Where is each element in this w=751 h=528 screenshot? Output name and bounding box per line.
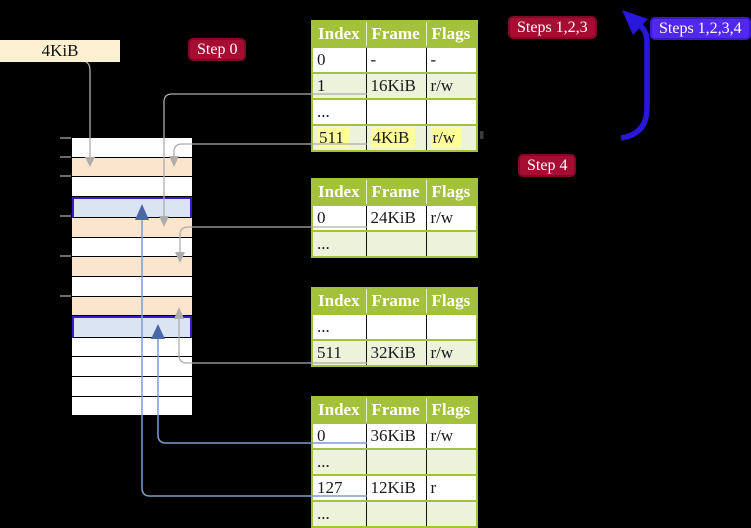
memory-frame-row [72, 357, 192, 377]
table-cell: - [365, 46, 426, 73]
step4-label: Step 4 [518, 154, 577, 177]
recursive-loop-arrowhead [622, 10, 648, 35]
memory-frame-row [72, 218, 192, 238]
table-cell: r/w [425, 204, 477, 231]
table-cell: r/w [425, 339, 477, 366]
table-cell [425, 230, 477, 257]
table-cell: 511 [312, 339, 366, 366]
table-cell: 1 [312, 72, 366, 99]
column-header: Index [312, 179, 366, 205]
memory-frame-row [72, 138, 192, 158]
recursive-loop-arrow [620, 21, 650, 141]
column-header: Index [312, 288, 366, 314]
column-header: Index [312, 21, 366, 47]
memory-frame-row [72, 277, 192, 297]
table-cell: ... [312, 98, 366, 125]
table-row: ... [312, 448, 477, 475]
column-header: Frame [365, 397, 426, 423]
row511-edge-mark [480, 131, 484, 139]
memory-frame-row [72, 316, 192, 338]
steps123-label: Steps 1,2,3 [508, 16, 597, 39]
table-row: 0-- [312, 46, 477, 73]
table-cell [365, 313, 426, 340]
table-cell: r/w [425, 422, 477, 449]
table-cell: 12KiB [365, 474, 426, 501]
memory-frame-row [72, 237, 192, 258]
table-cell: 4KiB [365, 124, 426, 151]
table-cell: ... [312, 500, 366, 527]
table-cell: 16KiB [365, 72, 426, 99]
highlighted-value: 511 [317, 127, 350, 148]
table-cell [425, 500, 477, 527]
highlighted-value: r/w [430, 127, 462, 148]
table-cell: 0 [312, 422, 366, 449]
column-header: Flags [425, 21, 477, 47]
table-cell: 0 [312, 204, 366, 231]
table-cell: ... [312, 448, 366, 475]
memory-frame-row [72, 376, 192, 397]
memory-frame-row [72, 296, 192, 317]
table-cell: 0 [312, 46, 366, 73]
column-header: Index [312, 397, 366, 423]
table-cell: ... [312, 230, 366, 257]
memory-frame-row [72, 257, 192, 278]
memory-frame-row [72, 396, 192, 416]
table-cell [365, 230, 426, 257]
table-cell: 511 [312, 124, 366, 151]
memory-frame-row [72, 337, 192, 358]
table-row: ... [312, 500, 477, 527]
table-row: ... [312, 98, 477, 125]
table-cell [365, 98, 426, 125]
table-cell: 36KiB [365, 422, 426, 449]
column-header: Flags [425, 397, 477, 423]
table-cell: - [425, 46, 477, 73]
table-cell: r/w [425, 72, 477, 99]
table-cell: 32KiB [365, 339, 426, 366]
table-cell: 127 [312, 474, 366, 501]
memory-tick-marks [60, 137, 71, 297]
memory-address-box: 4KiB [0, 40, 120, 62]
column-header: Flags [425, 288, 477, 314]
table-row: 511 4KiB r/w [312, 124, 477, 151]
memory-frame-row [72, 177, 192, 197]
table-cell: 24KiB [365, 204, 426, 231]
highlighted-value: 4KiB [370, 127, 416, 148]
table-cell: r/w [425, 124, 477, 151]
physical-memory-column [71, 137, 193, 416]
table-cell [425, 98, 477, 125]
table-row: ... [312, 230, 477, 257]
column-header: Frame [365, 21, 426, 47]
table-cell [425, 448, 477, 475]
column-header: Frame [365, 179, 426, 205]
table-cell [365, 448, 426, 475]
steps1234-label: Steps 1,2,3,4 [650, 17, 751, 40]
column-header: Frame [365, 288, 426, 314]
table-cell [425, 313, 477, 340]
table-cell [365, 500, 426, 527]
step0-label: Step 0 [188, 38, 247, 61]
memory-frame-row [72, 157, 192, 178]
column-header: Flags [425, 179, 477, 205]
table-cell: r [425, 474, 477, 501]
table-row: ... [312, 313, 477, 340]
table-cell: ... [312, 313, 366, 340]
memory-frame-row [72, 196, 192, 219]
